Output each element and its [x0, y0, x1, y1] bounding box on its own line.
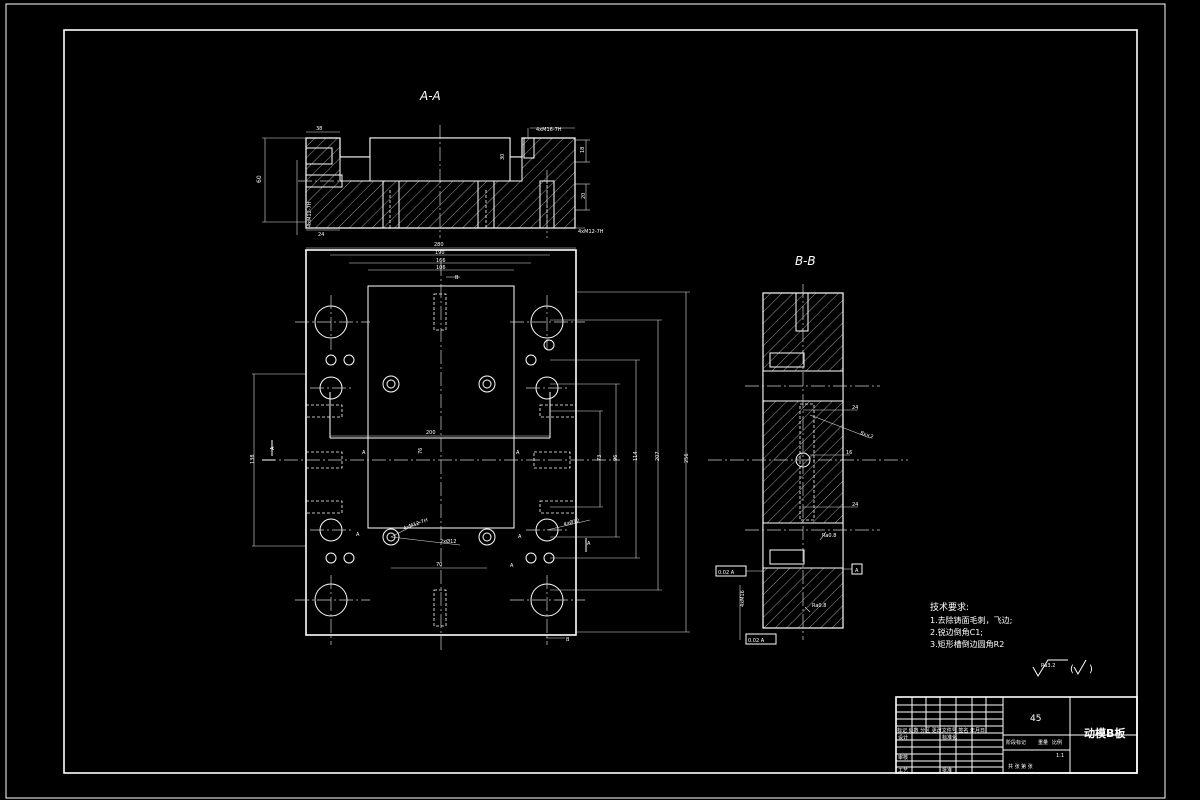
title-block: 标记 处数 分区 更改文件号 签名 年月日 设计 审核 工艺 标准化 批准 45…: [895, 696, 1138, 774]
aa-thread-left: 4xM12-7H: [307, 201, 313, 227]
technical-notes: 技术要求: 1.去除铸面毛刺，飞边; 2.锐边倒角C1; 3.矩形槽倒边圆角R2: [930, 601, 1012, 649]
plan-dim-h-total: 256: [684, 453, 690, 463]
tb-weight: 重量: [1038, 739, 1048, 746]
plate-outline: [305, 249, 577, 636]
plan-note-3: 4xØ12: [563, 517, 581, 528]
plan-dim-inner-bottom: 70: [436, 562, 442, 568]
aa-dim-height: 60: [256, 175, 263, 183]
plan-view: 280 190 166 106 B 200 70 138 76 256 207 …: [250, 242, 690, 650]
plan-dim-inner-w: 200: [426, 430, 436, 436]
aa-dim-right-a: 18: [580, 147, 586, 153]
tb-approve: 批准: [942, 767, 952, 774]
bb-title: B-B: [795, 254, 816, 268]
tb-design: 设计: [898, 734, 908, 741]
plan-note-1: 4xM12-7H: [403, 517, 429, 531]
svg-text:(: (: [1070, 664, 1074, 675]
plan-note-2: 2xØ12: [440, 538, 456, 545]
bb-tol-1: 0.02 A: [718, 570, 735, 576]
plan-dim-w1: 190: [435, 250, 445, 256]
plan-dim-w-total: 280: [434, 242, 444, 248]
plan-section-a-r1: A: [516, 450, 520, 456]
plan-dim-h-center: 76: [418, 448, 424, 454]
aa-title: A-A: [419, 89, 441, 103]
aa-dim-right-c: 20: [581, 193, 587, 199]
tb-part-name: 动模B板: [1084, 726, 1126, 740]
plan-section-a-left: A: [270, 446, 276, 450]
bb-dim-6: 4xM16: [740, 590, 746, 607]
plan-section-b-top: B: [455, 275, 459, 281]
section-aa-view: A-A 60 38 24 4xM12-7H 4xM16-7H: [256, 89, 604, 238]
tb-scale: 比例: [1052, 739, 1062, 746]
aa-thread-right-top: 4xM16-7H: [536, 127, 562, 133]
plan-section-a-bl: A: [356, 532, 360, 538]
notes-line-2: 2.锐边倒角C1;: [930, 627, 983, 637]
tb-material: 45: [1030, 714, 1041, 724]
plan-section-a-right: A: [587, 541, 591, 547]
bb-dim-1: 24: [852, 405, 858, 411]
plan-dim-h-r2: 96: [613, 455, 619, 461]
outer-border: [5, 3, 1166, 799]
tb-row-marks: 标记 处数 分区 更改文件号 签名 年月日: [897, 727, 985, 734]
plan-dim-w2: 166: [436, 258, 446, 264]
inner-frame: [63, 29, 1138, 774]
bb-rough-2: Ra0.8: [812, 603, 826, 609]
svg-text:): ): [1089, 664, 1093, 675]
tb-check: 审核: [898, 754, 908, 761]
plan-dim-h-left: 138: [250, 454, 256, 464]
plan-section-a-br: A: [518, 534, 522, 540]
tb-standard: 标准化: [942, 734, 957, 741]
tb-sheet: 共 张 第 张: [1008, 763, 1033, 770]
aa-dim-top-left: 38: [316, 126, 322, 132]
plan-dim-h-r3: 114: [633, 451, 639, 461]
plan-dim-h-r4: 207: [655, 451, 661, 461]
plan-section-a-bottom: A: [510, 563, 514, 569]
roughness-symbol: Ra3.2 ( ): [1032, 659, 1093, 677]
bb-rough-1: Ra0.8: [822, 533, 836, 539]
section-bb-view: B-B 24 8x×2 16 24 Ra0.8 Ra0.8 0.02 A A: [708, 254, 908, 645]
plan-dim-w3: 106: [436, 265, 446, 271]
bb-tol-2: 0.02 A: [748, 638, 765, 644]
bb-dim-4: 24: [852, 502, 858, 508]
bb-dim-2: 8x×2: [859, 430, 874, 440]
aa-dim-right-b: 30: [500, 154, 506, 160]
aa-thread-right-bottom: 4xM12-7H: [578, 229, 604, 235]
bb-datum: A: [855, 568, 859, 574]
plan-section-b-bottom: B: [566, 637, 570, 643]
notes-heading: 技术要求:: [930, 601, 969, 613]
notes-line-3: 3.矩形槽倒边圆角R2: [930, 639, 1004, 649]
tb-process: 工艺: [898, 768, 908, 774]
tb-stage: 阶段标记: [1006, 739, 1026, 746]
notes-line-1: 1.去除铸面毛刺，飞边;: [930, 615, 1012, 625]
roughness-value: Ra3.2: [1041, 663, 1055, 669]
plan-section-a-l2: A: [362, 450, 366, 456]
aa-dim-left-bottom: 24: [318, 232, 324, 238]
plan-dim-h-r1: 73: [597, 455, 603, 461]
tb-scale-val: 1:1: [1056, 753, 1064, 759]
bb-dim-3: 16: [846, 450, 852, 456]
